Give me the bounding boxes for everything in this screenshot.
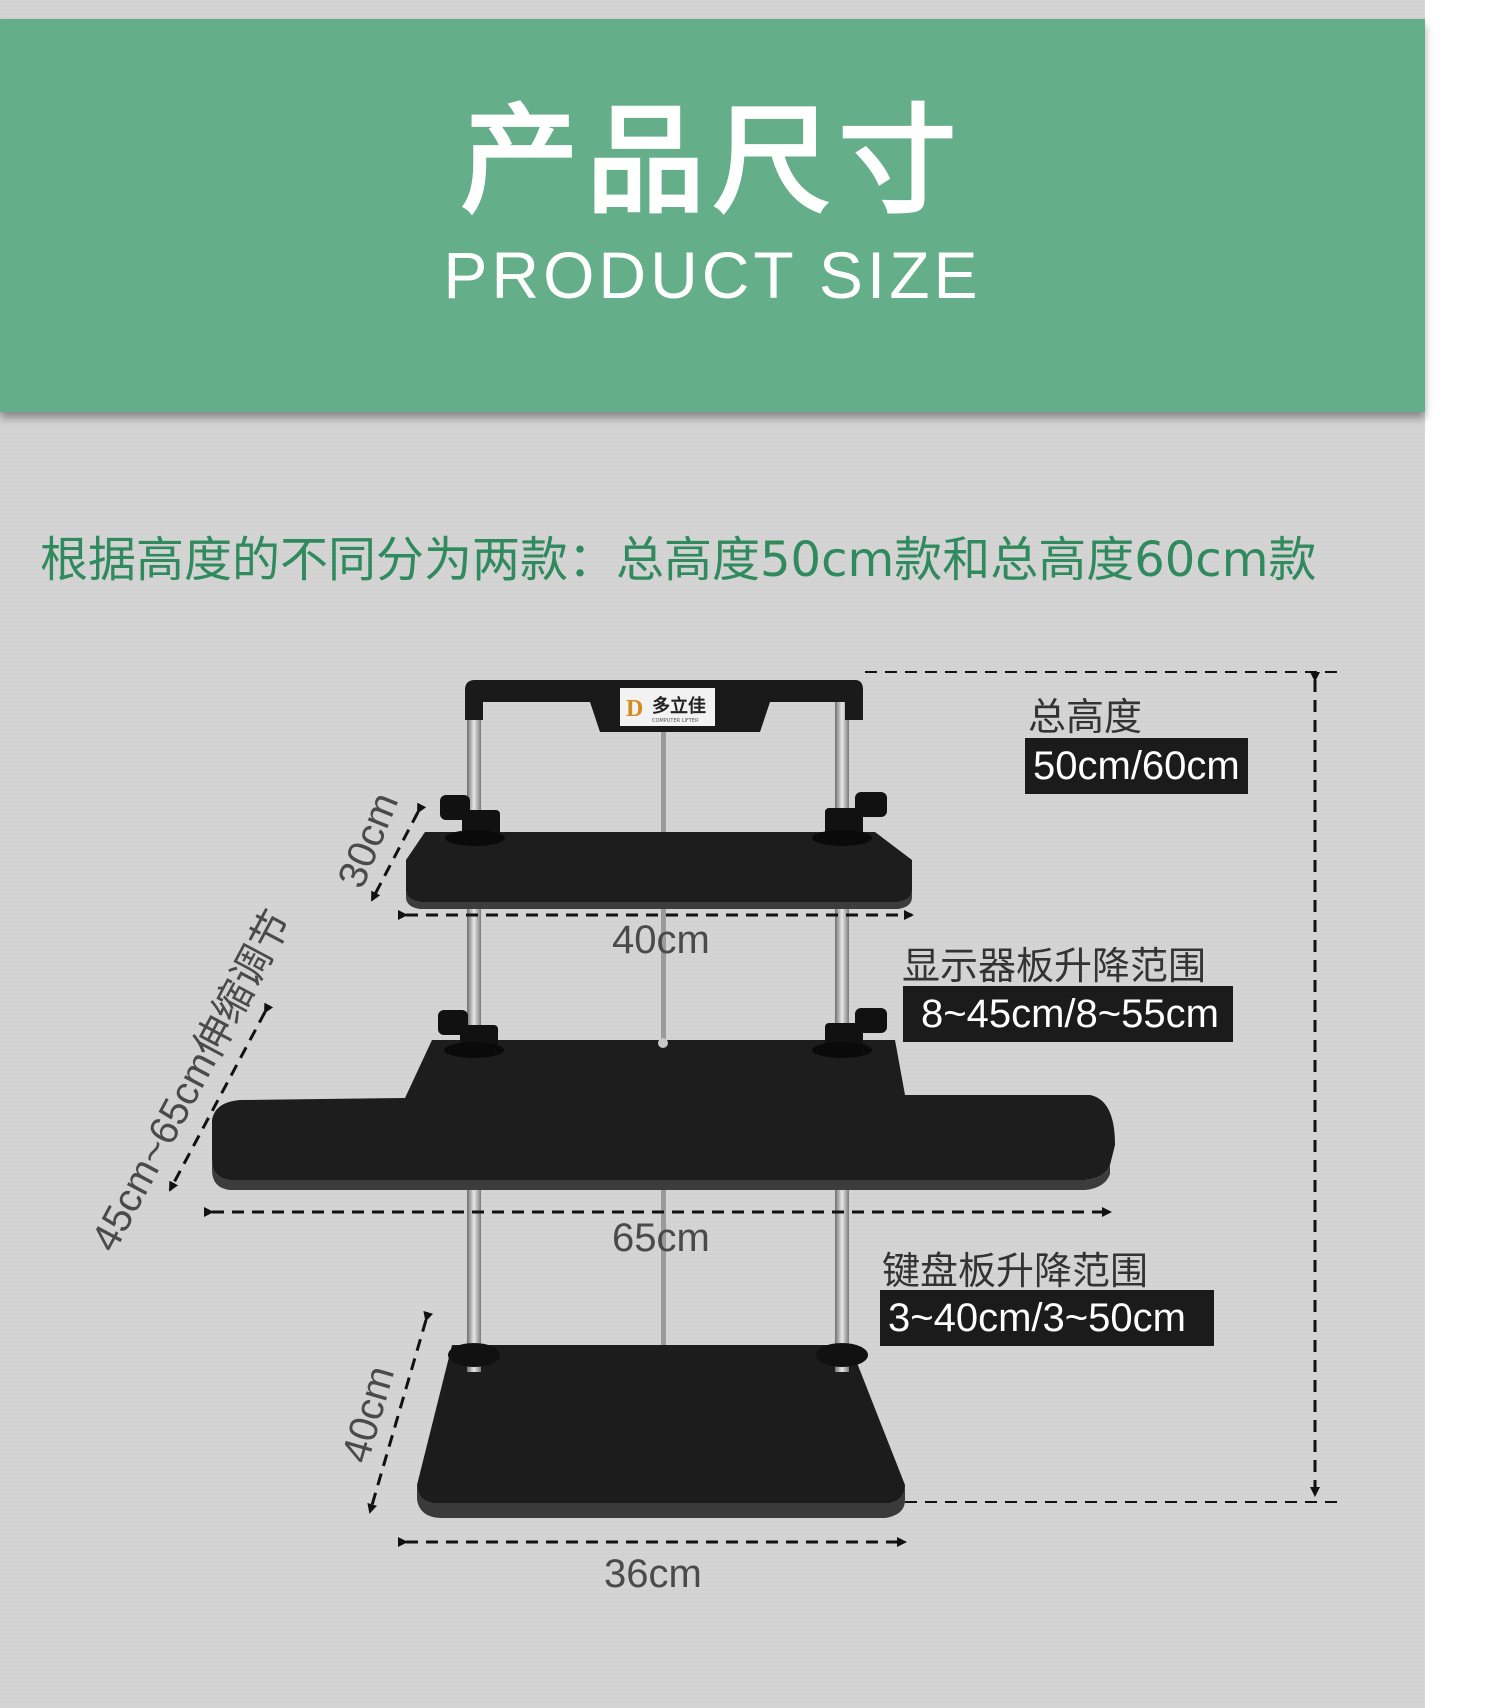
base-depth-line (367, 1310, 434, 1514)
top-handle: D 多立佳 COMPUTER LIFTER (465, 680, 863, 732)
middle-shelf-depth-line (168, 1002, 274, 1192)
header-banner: 产品尺寸 PRODUCT SIZE (0, 19, 1425, 412)
clamp-knob-icon (440, 795, 505, 846)
keyboard-range-label: 键盘板升降范围 (882, 1249, 1149, 1293)
total-height-label: 总高度 (1028, 695, 1143, 739)
product-diagram: D 多立佳 COMPUTER LIFTER (168, 671, 1340, 1547)
keyboard-shelf (212, 1008, 1115, 1190)
base-width-label: 36cm (604, 1552, 702, 1596)
clamp-knob-icon (812, 792, 887, 846)
monitor-range-label: 显示器板升降范围 (902, 944, 1207, 988)
monitor-range-value: 8~45cm/8~55cm (903, 986, 1233, 1042)
brand-logo-text: 多立佳 (652, 695, 706, 717)
keyboard-range-value: 3~40cm/3~50cm (880, 1290, 1214, 1346)
total-height-value: 50cm/60cm (1025, 738, 1248, 794)
clamp-knob-icon (438, 1010, 504, 1058)
base-plate (417, 1345, 905, 1518)
left-post-foot (448, 1343, 500, 1367)
middle-shelf-width-label: 65cm (612, 1216, 710, 1260)
top-shelf-width-label: 40cm (612, 918, 710, 962)
product-variants-note: 根据高度的不同分为两款：总高度50cm款和总高度60cm款 (40, 532, 1317, 588)
monitor-shelf (406, 792, 912, 909)
brand-logo-mark: D (626, 696, 643, 722)
top-shelf-depth-line (370, 802, 427, 902)
page-background: 产品尺寸 PRODUCT SIZE 根据高度的不同分为两款：总高度50cm款和总… (0, 0, 1425, 1708)
page-title: 产品尺寸 (460, 92, 965, 230)
right-post-foot (816, 1343, 868, 1367)
page-title-english: PRODUCT SIZE (443, 238, 982, 312)
brand-logo-subtext: COMPUTER LIFTER (652, 718, 699, 724)
clamp-knob-icon (812, 1008, 887, 1058)
